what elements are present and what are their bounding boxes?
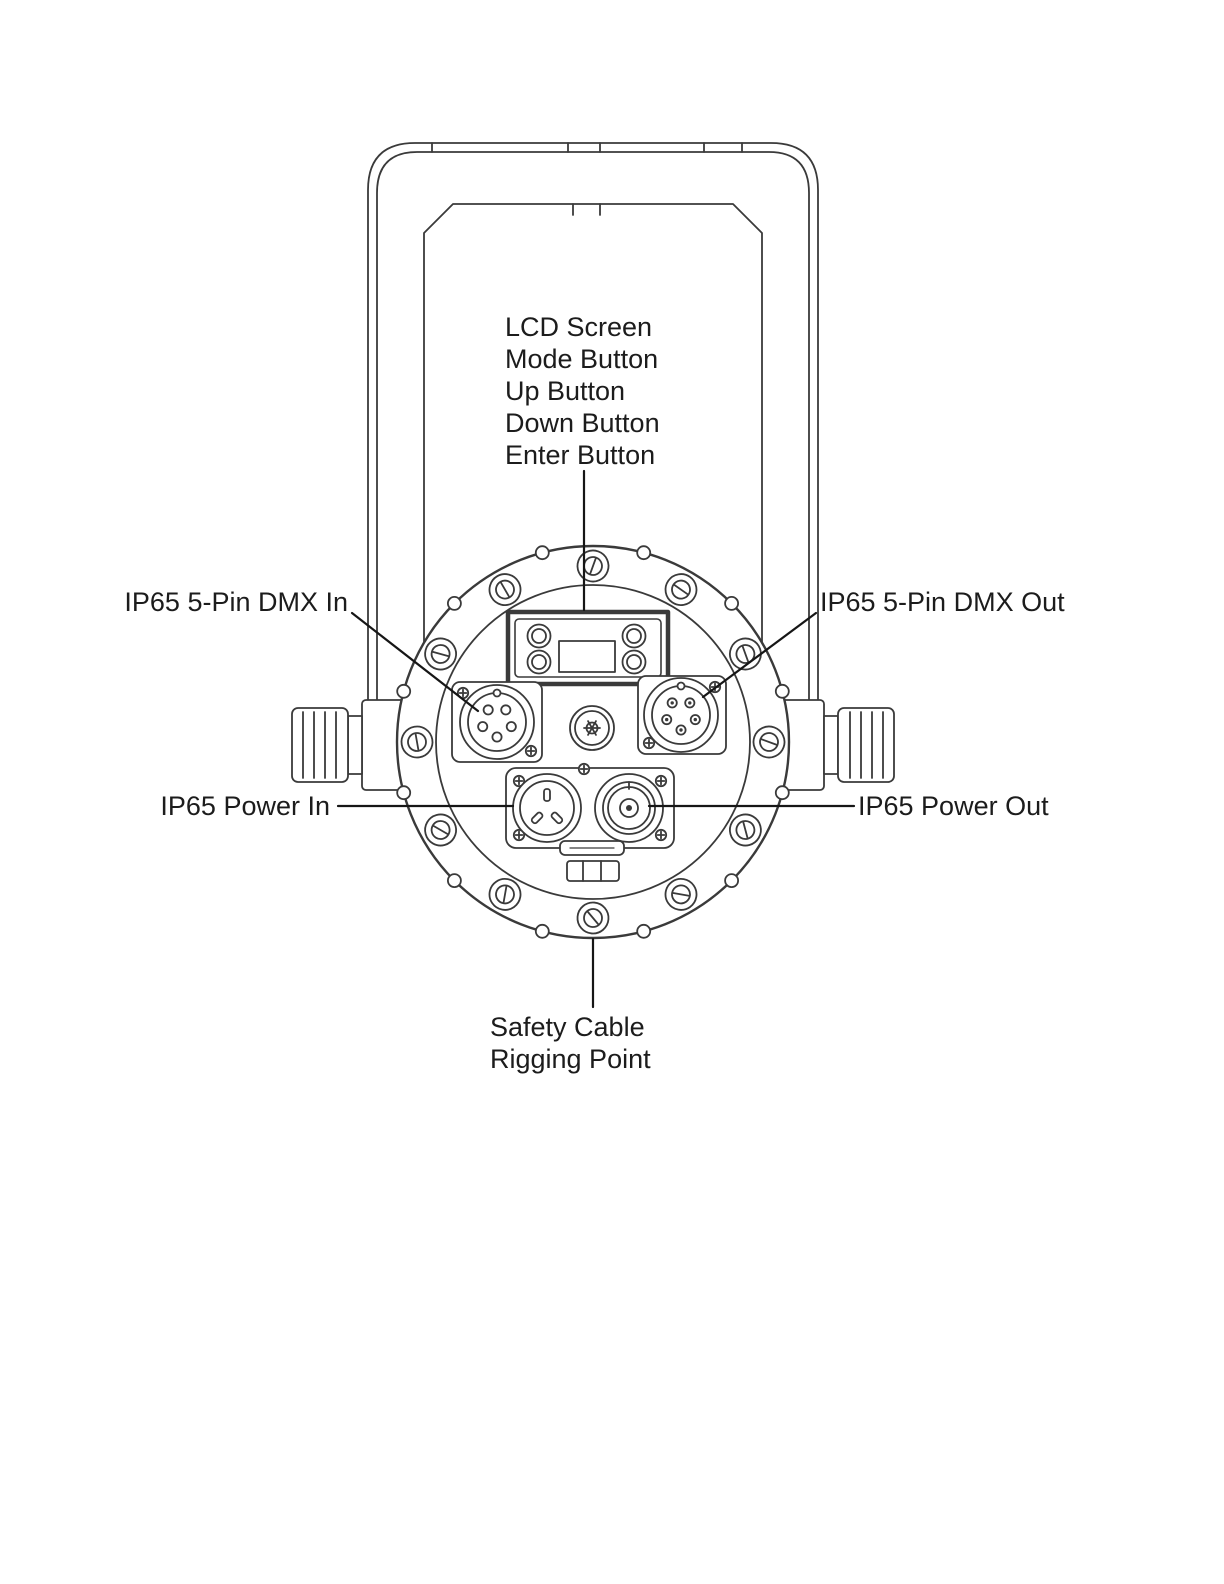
enter-button-label: Enter Button <box>505 440 656 470</box>
brand-tag <box>559 840 625 856</box>
lcd-control-panel <box>505 609 671 687</box>
power-in-connector[interactable] <box>512 773 582 843</box>
dmx-in-callout-line <box>350 611 480 713</box>
power-in-label: IP65 Power In <box>160 791 330 821</box>
lcd-panel-frame <box>505 609 671 687</box>
mounting-yoke <box>367 142 819 789</box>
up-button-label: Up Button <box>505 376 626 406</box>
callout-lines <box>336 469 856 1009</box>
dmx-out-callout-line <box>701 611 818 699</box>
lcd-screen <box>558 640 616 673</box>
power-out-label: IP65 Power Out <box>858 791 1049 821</box>
down-button-label: Down Button <box>505 408 660 438</box>
center-torx-screw <box>569 705 615 751</box>
enter-button[interactable] <box>621 649 647 675</box>
dmx-out-label: IP65 5-Pin DMX Out <box>820 587 1065 617</box>
up-button[interactable] <box>621 623 647 649</box>
power-out-connector[interactable] <box>594 773 664 843</box>
safety-cable-label: Safety Cable <box>490 1012 645 1042</box>
dmx-out-connector[interactable] <box>637 675 727 755</box>
lcd-screen-label: LCD Screen <box>505 312 653 342</box>
lcd-label-group: LCD Screen Mode Button Up Button Down Bu… <box>505 311 660 471</box>
rigging-point-slot[interactable] <box>566 860 620 882</box>
dmx-in-connector[interactable] <box>451 681 543 763</box>
mode-button[interactable] <box>526 623 552 649</box>
dmx-in-label: IP65 5-Pin DMX In <box>124 587 348 617</box>
rigging-point-label: Rigging Point <box>490 1044 651 1074</box>
mode-button-label: Mode Button <box>505 344 659 374</box>
power-plate <box>505 762 675 856</box>
safety-label-group: Safety Cable Rigging Point <box>490 1011 651 1075</box>
left-tilt-knob <box>291 699 425 791</box>
down-button[interactable] <box>526 649 552 675</box>
